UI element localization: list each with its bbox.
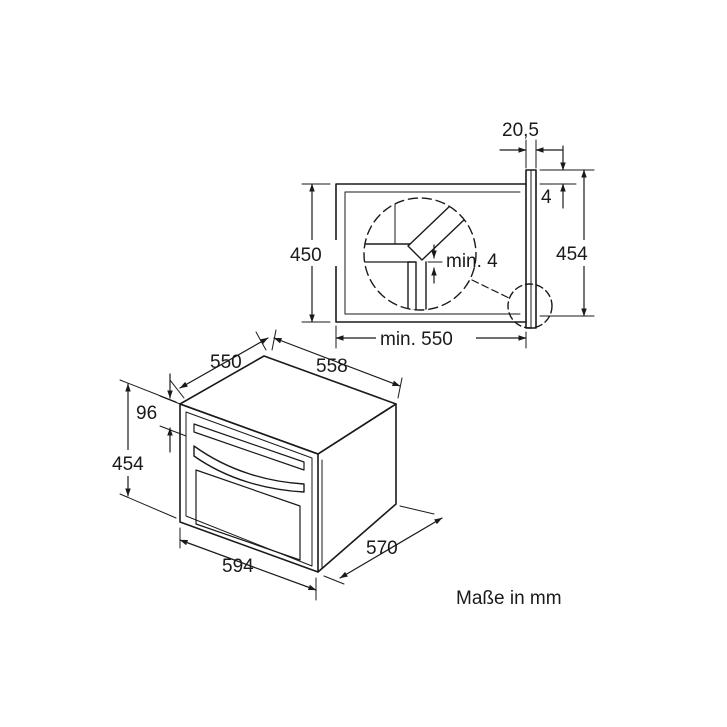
label-depth: 550	[210, 352, 242, 373]
label-panel-height: 454	[556, 244, 588, 265]
label-width-top: 558	[316, 356, 348, 377]
appliance-isometric-view: 550 558 96 454 594 570	[110, 329, 443, 601]
cabinet-inner-wall	[344, 191, 521, 315]
label-front-height: 454	[112, 454, 144, 475]
niche-section-view: 450 min. 4 min. 550 20,5 4 454	[290, 120, 596, 350]
label-min-gap: min. 4	[446, 251, 498, 272]
units-note: Maße in mm	[456, 588, 562, 609]
control-strip	[193, 423, 305, 471]
label-top-offset: 4	[541, 187, 552, 208]
door-handle	[193, 445, 305, 493]
detail-circle-small	[507, 283, 553, 329]
label-front-top: 96	[136, 403, 157, 424]
label-top-width: 20,5	[502, 120, 539, 141]
detail-circle	[363, 197, 477, 311]
appliance-front-face	[179, 403, 319, 573]
label-front-width: 594	[222, 556, 254, 577]
label-side-depth: 570	[366, 538, 398, 559]
label-niche-height: 450	[290, 245, 322, 266]
label-min-depth: min. 550	[380, 329, 453, 350]
